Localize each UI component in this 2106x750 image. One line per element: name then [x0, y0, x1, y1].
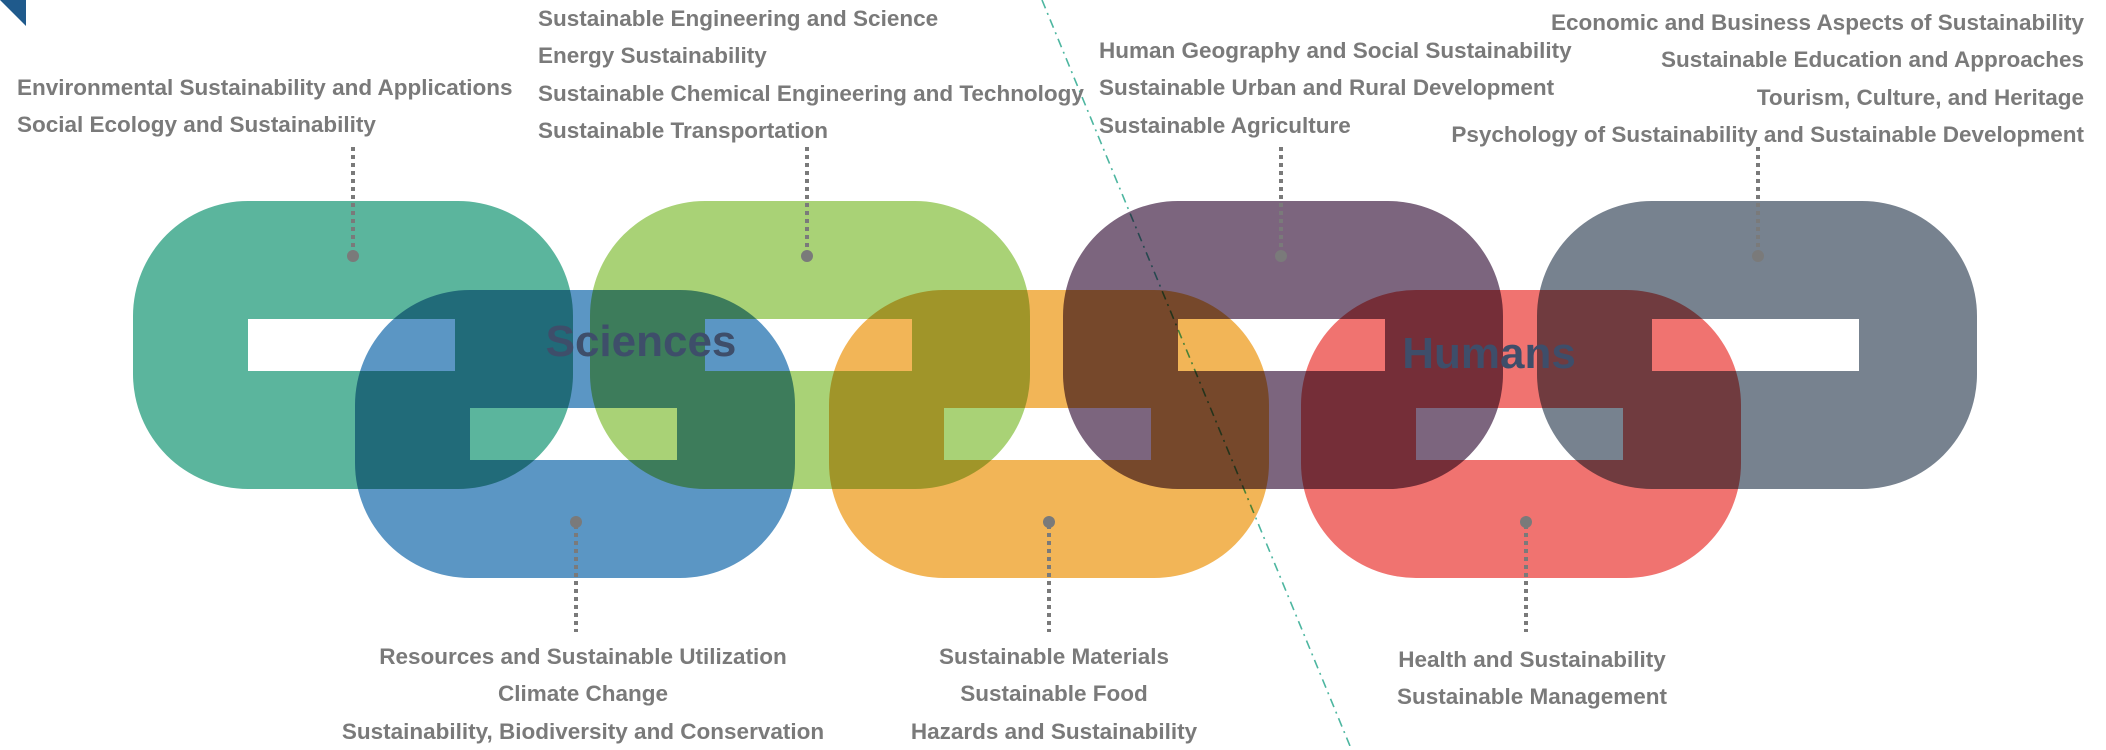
labels-top-teal: Environmental Sustainability and Applica… [17, 69, 513, 144]
label-item: Human Geography and Social Sustainabilit… [1099, 38, 1572, 63]
labels-top-slate: Economic and Business Aspects of Sustain… [1451, 4, 2084, 154]
label-item: Sustainable Education and Approaches [1661, 47, 2084, 73]
label-item: Sustainable Agriculture [1099, 112, 1351, 138]
label-item: Sustainable Engineering and Science [538, 6, 939, 31]
label-item: Sustainable Food [960, 681, 1148, 707]
label-item: Sustainable Urban and Rural Development [1099, 75, 1555, 101]
label-item: Tourism, Culture, and Heritage [1756, 84, 2084, 110]
leader-dot-slate [1752, 250, 1764, 262]
label-item: Economic and Business Aspects of Sustain… [1550, 10, 2084, 35]
label-item: Sustainable Management [1396, 684, 1668, 710]
leader-lines [351, 147, 1760, 632]
link-blue [355, 290, 795, 578]
leader-dot-purple [1275, 250, 1287, 262]
label-item: Sustainability, Biodiversity and Conserv… [341, 718, 825, 744]
label-item: Sustainable Transportation [538, 118, 829, 144]
leader-dot-blue [570, 516, 582, 528]
leader-dot-red [1520, 516, 1532, 528]
label-item: Hazards and Sustainability [910, 718, 1198, 744]
group-label-humans: Humans [1402, 329, 1576, 378]
group-label-sciences: Sciences [546, 317, 737, 366]
labels-top-purple: Human Geography and Social Sustainabilit… [1099, 32, 1572, 144]
labels-bottom-orange: Sustainable Materials Sustainable Food H… [854, 638, 1254, 750]
label-item: Sustainable Chemical Engineering and Tec… [538, 80, 1084, 106]
label-item: Social Ecology and Sustainability [17, 112, 376, 138]
chain-links [133, 201, 1977, 578]
label-item: Resources and Sustainable Utilization [379, 644, 787, 669]
leader-dots [347, 250, 1764, 528]
corner-triangle-icon [0, 0, 26, 26]
labels-bottom-red: Health and Sustainability Sustainable Ma… [1332, 641, 1732, 716]
leader-dot-orange [1043, 516, 1055, 528]
label-item: Psychology of Sustainability and Sustain… [1451, 122, 2084, 148]
link-orange [829, 290, 1269, 578]
label-item: Climate Change [497, 681, 669, 707]
label-item: Environmental Sustainability and Applica… [17, 75, 513, 100]
leader-dot-lightgreen [801, 250, 813, 262]
label-item: Energy Sustainability [538, 43, 767, 69]
label-item: Sustainable Materials [938, 644, 1170, 669]
label-item: Health and Sustainability [1398, 647, 1666, 672]
link-red [1301, 290, 1741, 578]
labels-bottom-blue: Resources and Sustainable Utilization Cl… [283, 638, 883, 750]
labels-top-lightgreen: Sustainable Engineering and Science Ener… [538, 0, 1084, 150]
leader-dot-teal [347, 250, 359, 262]
